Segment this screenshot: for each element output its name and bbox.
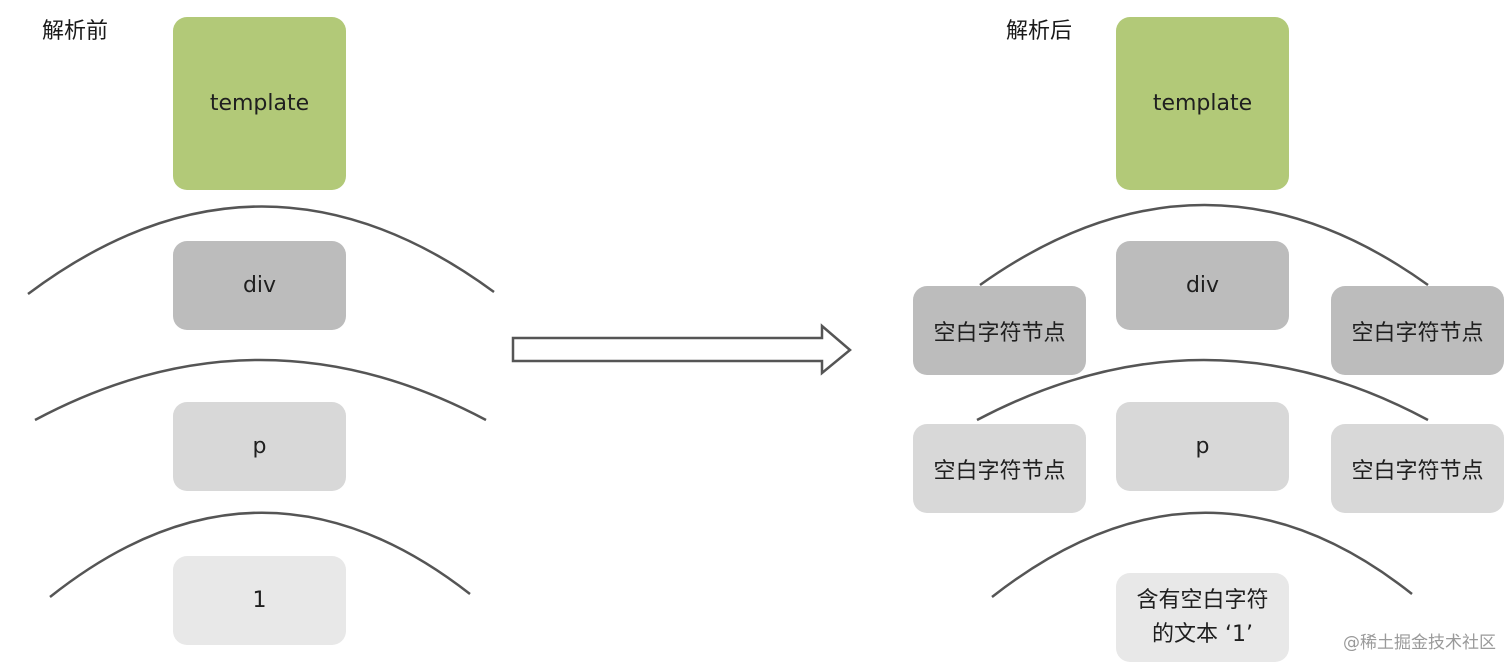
- right-template-node: template: [1116, 17, 1289, 190]
- left-text-node: 1: [173, 556, 346, 645]
- right-text-line-2: 的文本 ‘1’: [1152, 621, 1253, 647]
- left-arc-p-text: [49, 511, 471, 598]
- left-arc-template-div: [27, 205, 495, 296]
- right-p-node: p: [1116, 402, 1289, 491]
- right-div-node: div: [1116, 241, 1289, 330]
- right-whitespace-node-2: 空白字符节点: [1331, 286, 1504, 375]
- right-whitespace-node-1: 空白字符节点: [913, 286, 1086, 375]
- right-arc-div-children: [976, 358, 1429, 422]
- right-whitespace-node-3: 空白字符节点: [913, 424, 1086, 513]
- left-div-node: div: [173, 241, 346, 330]
- right-arc-p-text: [991, 511, 1413, 598]
- right-arc-template-children: [979, 203, 1429, 287]
- right-text-line-1: 含有空白字符: [1136, 587, 1269, 613]
- right-title: 解析后: [1006, 19, 1073, 44]
- right-whitespace-node-4: 空白字符节点: [1331, 424, 1504, 513]
- transform-arrow: [511, 323, 852, 376]
- left-arc-div-p: [34, 358, 487, 422]
- left-p-node: p: [173, 402, 346, 491]
- watermark: @稀土掘金技术社区: [1343, 633, 1496, 653]
- left-title: 解析前: [42, 19, 109, 44]
- left-template-node: template: [173, 17, 346, 190]
- right-text-node: 含有空白字符 的文本 ‘1’: [1116, 573, 1289, 662]
